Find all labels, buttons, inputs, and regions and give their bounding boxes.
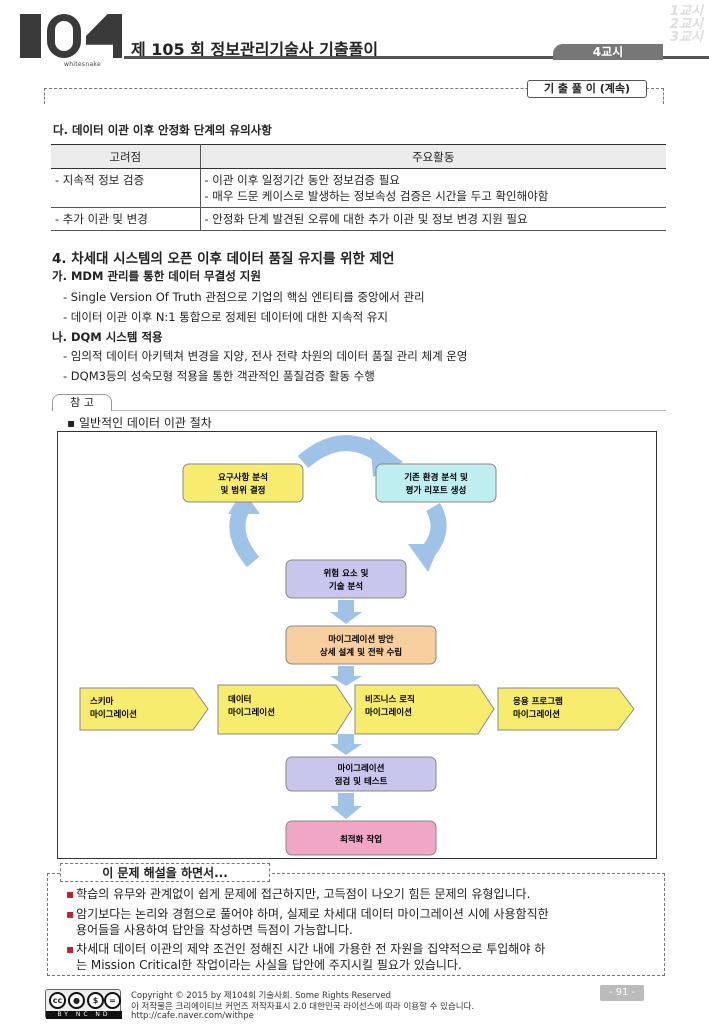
body-line: - 임의적 데이터 아키텍쳐 변경을 지양, 전사 전략 차원의 데이터 품질 … bbox=[63, 349, 468, 363]
box-app-label-2: 마이그레이션 bbox=[513, 709, 560, 720]
down-arrow-1 bbox=[330, 600, 362, 624]
license-badge-text: BY NC ND bbox=[46, 1011, 122, 1019]
box-logic-label-2: 마이그레이션 bbox=[365, 707, 412, 718]
box-requirements bbox=[182, 463, 304, 503]
bullet-icon: ▪ bbox=[66, 942, 75, 956]
box-environment-label: 기존 환경 분석 및 bbox=[404, 472, 468, 483]
box-risk bbox=[285, 559, 407, 599]
cc-icon: cc bbox=[49, 992, 66, 1009]
section-label: 기 출 풀 이 (계속) bbox=[527, 80, 647, 98]
reference-tab: 참 고 bbox=[52, 394, 112, 411]
bullet-icon: ▪ bbox=[66, 907, 75, 921]
section-da-heading: 다. 데이터 이관 이후 안정화 단계의 유의사항 bbox=[53, 123, 272, 137]
page-title: 제 105 회 정보관리기술사 기출풀이 bbox=[131, 40, 379, 59]
down-arrow-2 bbox=[330, 666, 362, 686]
box-data-label-2: 마이그레이션 bbox=[228, 707, 275, 718]
down-arrow-3 bbox=[330, 734, 362, 755]
commentary-bullet: ▪학습의 유무와 관계없이 쉽게 문제에 접근하지만, 고득점이 나오기 힘든 … bbox=[66, 887, 531, 901]
table-row: - 추가 이관 및 변경 - 안정화 단계 발견된 오류에 대한 추가 이관 및… bbox=[51, 207, 666, 231]
subheading-ga: 가. MDM 관리를 통한 데이터 무결성 지원 bbox=[52, 269, 261, 283]
down-arrow-4 bbox=[330, 793, 362, 819]
table-header: 주요활동 bbox=[200, 144, 666, 169]
body-line: - Single Version Of Truth 관점으로 기업의 핵심 엔티… bbox=[63, 290, 425, 304]
box-environment bbox=[375, 463, 497, 503]
session-3: 3교시 bbox=[670, 30, 703, 45]
box-app-label: 응용 프로그램 bbox=[513, 696, 563, 707]
box-optimize-label: 최적화 작업 bbox=[340, 834, 382, 845]
section-4-heading: 4. 차세대 시스템의 오픈 이후 데이터 품질 유지를 위한 제언 bbox=[52, 251, 395, 267]
logo: whitesnake bbox=[20, 14, 122, 68]
commentary-bullet: ▪차세대 데이터 이관의 제약 조건인 정해진 시간 내에 가용한 전 자원을 … bbox=[66, 942, 546, 972]
footer-url[interactable]: http://cafe.naver.com/withpe bbox=[131, 1011, 254, 1021]
curve-arrow-left bbox=[229, 502, 260, 568]
box-requirements-label: 요구사항 분석 bbox=[218, 472, 268, 483]
table-row: - 지속적 정보 검증 - 이관 이후 일정기간 동안 정보검증 필요 - 매우… bbox=[51, 168, 666, 208]
reference-item: ▪ 일반적인 데이터 이관 절차 bbox=[67, 416, 212, 430]
body-line: - DQM3등의 성숙모형 적용을 통한 객관적인 품질검증 활동 수행 bbox=[63, 369, 375, 383]
reference-rule bbox=[112, 410, 666, 411]
box-app bbox=[497, 687, 635, 731]
activity-line: - 이관 이후 일정기간 동안 정보검증 필요 bbox=[204, 173, 400, 187]
box-risk-label: 위험 요소 및 bbox=[323, 568, 368, 579]
box-test-label-2: 점검 및 테스트 bbox=[335, 776, 388, 787]
license-text: 이 저작물은 크리에이티브 커먼즈 저작자표시 2.0 대한민국 라이선스에 따… bbox=[131, 1002, 475, 1012]
session-2: 2교시 bbox=[670, 17, 703, 32]
table-cell: - 추가 이관 및 변경 bbox=[51, 207, 201, 231]
bullet-icon: ▪ bbox=[66, 887, 75, 901]
curve-arrow-right-head bbox=[408, 544, 440, 572]
box-data bbox=[217, 684, 353, 735]
activity-line: - 매우 드문 케이스로 발생하는 정보속성 검증은 시간을 두고 확인해야함 bbox=[204, 189, 549, 203]
box-plan bbox=[285, 625, 437, 665]
table-header: 고려점 bbox=[51, 144, 201, 169]
bullet-icon: ▪ bbox=[67, 416, 79, 430]
box-test bbox=[285, 756, 437, 792]
box-data-label: 데이터 bbox=[228, 694, 251, 705]
cc-license-badge: cc ● $ = BY NC ND bbox=[45, 989, 122, 1019]
box-logic bbox=[354, 684, 495, 735]
body-line: - 데이터 이관 이후 N:1 통합으로 정제된 데이터에 대한 지속적 유지 bbox=[63, 310, 388, 324]
commentary-box bbox=[47, 873, 665, 976]
migration-process-diagram: 요구사항 분석 및 범위 결정 기존 환경 분석 및 평가 리포트 생성 위험 … bbox=[57, 431, 657, 859]
table-cell: - 안정화 단계 발견된 오류에 대한 추가 이관 및 정보 변경 지원 필요 bbox=[200, 207, 666, 231]
section-frame bbox=[44, 88, 664, 104]
box-test-label: 마이그레이션 bbox=[338, 763, 385, 774]
header-rule bbox=[124, 56, 709, 59]
commentary-bullet: ▪암기보다는 논리와 경험으로 풀어야 하며, 실제로 차세대 데이터 마이그레… bbox=[66, 907, 549, 937]
no-dollar-icon: $ bbox=[87, 992, 104, 1009]
commentary-label: 이 문제 해설을 하면서... bbox=[60, 863, 270, 882]
box-plan-label: 마이그레이션 방안 bbox=[328, 634, 394, 645]
considerations-table: 고려점 주요활동 - 지속적 정보 검증 - 이관 이후 일정기간 동안 정보검… bbox=[51, 144, 666, 231]
page-number: - 91 - bbox=[600, 985, 644, 1001]
subheading-na: 나. DQM 시스템 적용 bbox=[52, 330, 163, 344]
box-risk-label-2: 기술 분석 bbox=[329, 581, 363, 592]
box-environment-label-2: 평가 리포트 생성 bbox=[406, 485, 467, 496]
box-schema-label: 스키마 bbox=[90, 696, 114, 707]
box-optimize bbox=[285, 820, 437, 856]
table-cell: - 이관 이후 일정기간 동안 정보검증 필요 - 매우 드문 케이스로 발생하… bbox=[200, 168, 666, 208]
person-icon: ● bbox=[68, 992, 85, 1009]
table-cell: - 지속적 정보 검증 bbox=[51, 168, 201, 208]
diagram-canvas: 요구사항 분석 및 범위 결정 기존 환경 분석 및 평가 리포트 생성 위험 … bbox=[79, 435, 635, 856]
session-1: 1교시 bbox=[670, 4, 703, 19]
copyright: Copyright © 2015 by 제104회 기술사회. Some Rig… bbox=[131, 991, 392, 1001]
equals-icon: = bbox=[104, 992, 121, 1009]
box-requirements-label-2: 및 범위 결정 bbox=[220, 485, 265, 496]
box-plan-label-2: 상세 설계 및 전략 수립 bbox=[320, 647, 402, 658]
current-session-tab: 4교시 bbox=[553, 44, 663, 60]
box-schema-label-2: 마이그레이션 bbox=[90, 709, 137, 720]
box-schema bbox=[79, 687, 209, 731]
logo-text: whitesnake bbox=[64, 61, 101, 68]
box-logic-label: 비즈니스 로직 bbox=[365, 694, 415, 705]
